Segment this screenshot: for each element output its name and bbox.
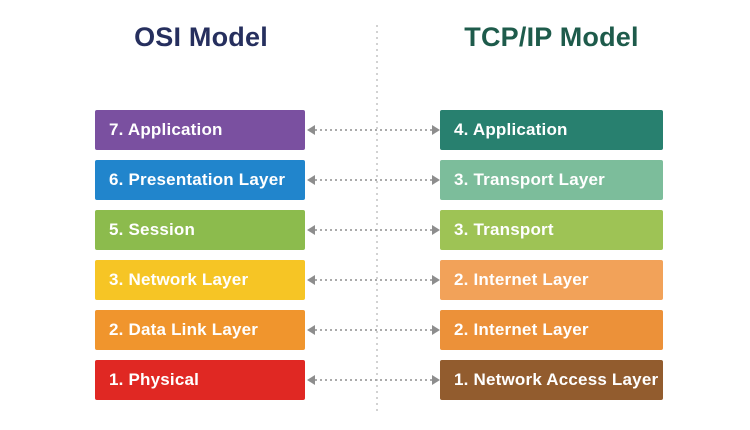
layer-label: 4. Application (454, 120, 568, 139)
arrowhead-left-icon (307, 225, 315, 235)
osi-layer-data-link: 2. Data Link Layer (95, 310, 305, 350)
mapping-arrow-row-2 (307, 174, 440, 186)
layer-label: 5. Session (109, 220, 196, 239)
tcpip-layer-network-access: 1. Network Access Layer (440, 360, 663, 400)
layer-label: 2. Internet Layer (454, 270, 589, 289)
arrowhead-left-icon (307, 375, 315, 385)
layer-label: 2. Data Link Layer (109, 320, 259, 339)
arrowhead-right-icon (432, 325, 440, 335)
dotted-line (315, 379, 432, 381)
mapping-arrow-row-5 (307, 324, 440, 336)
mapping-arrow-row-1 (307, 124, 440, 136)
layer-label: 7. Application (109, 120, 223, 139)
layer-label: 1. Physical (109, 370, 200, 389)
layer-label: 2. Internet Layer (454, 320, 589, 339)
arrowhead-left-icon (307, 125, 315, 135)
arrowhead-right-icon (432, 225, 440, 235)
layer-label: 3. Network Layer (109, 270, 249, 289)
tcpip-layer-application: 4. Application (440, 110, 663, 150)
osi-layer-physical: 1. Physical (95, 360, 305, 400)
arrowhead-right-icon (432, 175, 440, 185)
arrowhead-right-icon (432, 125, 440, 135)
mapping-arrow-row-6 (307, 374, 440, 386)
center-divider-dashed-line (376, 25, 378, 413)
tcpip-layer-transport: 3. Transport (440, 210, 663, 250)
dotted-line (315, 129, 432, 131)
tcpip-layer-internet-1: 2. Internet Layer (440, 260, 663, 300)
osi-layer-application: 7. Application (95, 110, 305, 150)
dotted-line (315, 279, 432, 281)
arrowhead-left-icon (307, 325, 315, 335)
dotted-line (315, 229, 432, 231)
tcpip-layer-internet-2: 2. Internet Layer (440, 310, 663, 350)
arrowhead-left-icon (307, 175, 315, 185)
mapping-arrow-row-4 (307, 274, 440, 286)
layer-label: 3. Transport Layer (454, 170, 605, 189)
arrowhead-left-icon (307, 275, 315, 285)
osi-layer-presentation: 6. Presentation Layer (95, 160, 305, 200)
tcpip-model-title: TCP/IP Model (464, 22, 639, 52)
tcpip-layer-transport-layer: 3. Transport Layer (440, 160, 663, 200)
osi-layer-session: 5. Session (95, 210, 305, 250)
osi-model-title: OSI Model (134, 22, 268, 52)
mapping-arrow-row-3 (307, 224, 440, 236)
dotted-line (315, 329, 432, 331)
dotted-line (315, 179, 432, 181)
osi-layer-network: 3. Network Layer (95, 260, 305, 300)
layer-label: 6. Presentation Layer (109, 170, 286, 189)
arrowhead-right-icon (432, 275, 440, 285)
arrowhead-right-icon (432, 375, 440, 385)
layer-label: 1. Network Access Layer (454, 370, 659, 389)
layer-label: 3. Transport (454, 220, 554, 239)
